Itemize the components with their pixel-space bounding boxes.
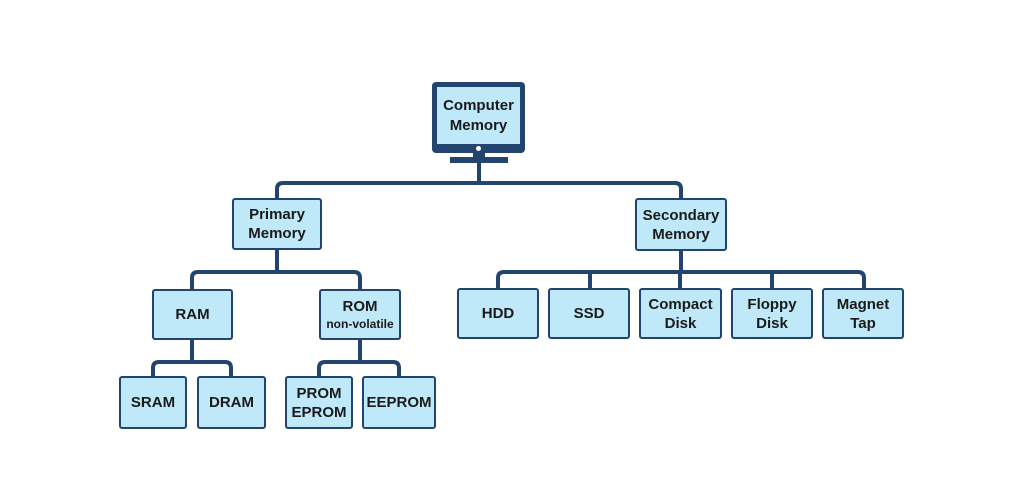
magnet-tap-node: Magnet Tap (822, 288, 904, 339)
root-label-line2: Memory (449, 116, 508, 134)
floppy-label-line2: Disk (756, 314, 788, 332)
eeprom-node: EEPROM (362, 376, 436, 429)
secondary-label-line2: Memory (652, 225, 710, 243)
rom-sublabel: non-volatile (326, 317, 394, 331)
monitor-stand-neck (473, 152, 485, 158)
connector-ram-bar (151, 360, 233, 378)
compact-label-line2: Disk (664, 314, 697, 332)
computer-memory-screen: Computer Memory (437, 87, 520, 144)
rom-node: ROM non-volatile (319, 289, 401, 340)
compact-label-line1: Compact (648, 295, 713, 313)
secondary-memory-node: Secondary Memory (635, 198, 727, 251)
floppy-disk-node: Floppy Disk (731, 288, 813, 339)
root-label-line1: Computer (443, 96, 514, 114)
ssd-label: SSD (573, 305, 605, 322)
secondary-label-line1: Secondary (642, 206, 720, 224)
primary-memory-node: Primary Memory (232, 198, 322, 250)
ssd-node: SSD (548, 288, 630, 339)
monitor-power-led (476, 146, 481, 151)
magnet-label-line1: Magnet (836, 295, 890, 313)
prom-eprom-node: PROM EPROM (285, 376, 353, 429)
sram-node: SRAM (119, 376, 187, 429)
dram-node: DRAM (197, 376, 266, 429)
ram-node: RAM (152, 289, 233, 340)
connector-primary-bar (190, 270, 362, 291)
dram-label: DRAM (209, 394, 254, 411)
rom-label: ROM (342, 298, 378, 315)
computer-memory-monitor: Computer Memory (432, 82, 525, 153)
hdd-node: HDD (457, 288, 539, 339)
hdd-label: HDD (481, 305, 515, 322)
primary-label-line2: Memory (248, 225, 306, 242)
prom-label-line2: EPROM (291, 403, 347, 421)
sram-label: SRAM (130, 394, 176, 411)
monitor-stand-base (450, 157, 508, 163)
compact-disk-node: Compact Disk (639, 288, 722, 339)
magnet-label-line2: Tap (850, 314, 876, 332)
floppy-label-line1: Floppy (747, 295, 797, 313)
prom-label-line1: PROM (296, 384, 342, 402)
eeprom-label: EEPROM (366, 394, 432, 411)
primary-label-line1: Primary (249, 206, 305, 223)
ram-label: RAM (175, 306, 210, 323)
connector-level1-bar (275, 181, 683, 200)
connector-rom-bar (317, 360, 401, 378)
